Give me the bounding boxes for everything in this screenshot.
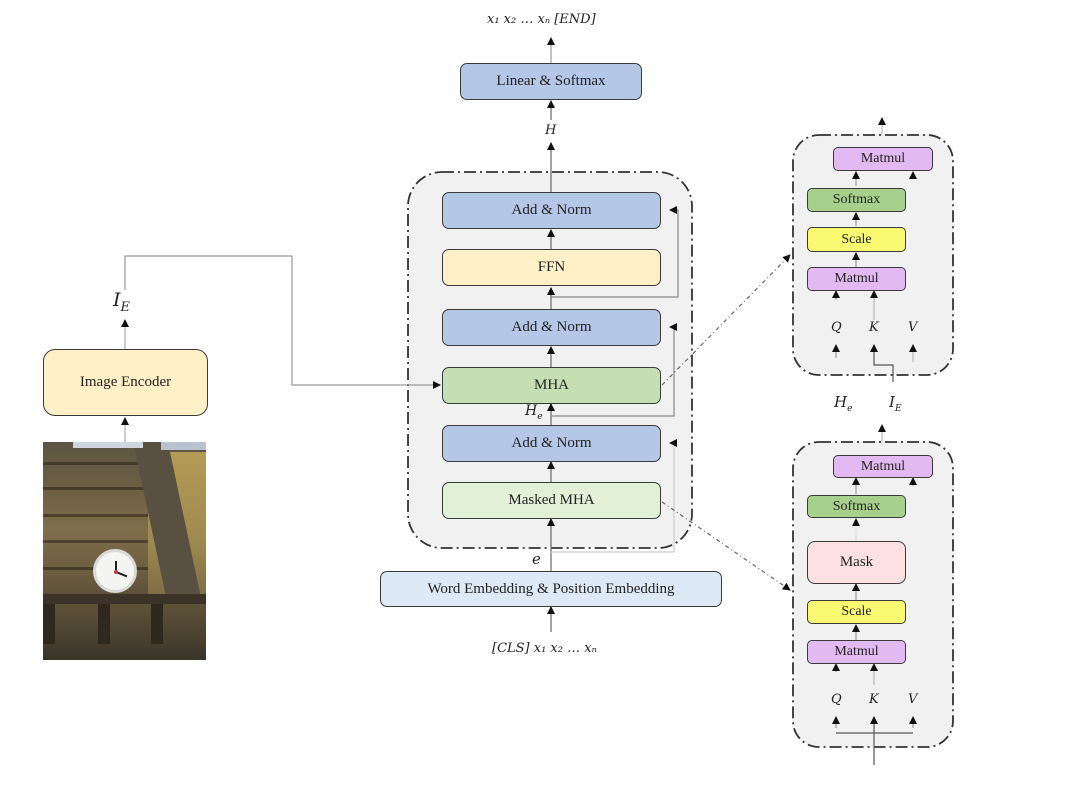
hidden-state-label: H <box>545 123 557 138</box>
cross-q-label: Q <box>831 320 842 335</box>
input-tokens-label: [CLS] x₁ x₂ … xₙ <box>492 641 597 656</box>
cross-ie-label: IE <box>889 393 902 414</box>
output-tokens-label: x₁ x₂ … xₙ [END] <box>487 12 596 27</box>
ie-label: IE <box>113 289 131 315</box>
mask-block: Mask <box>807 541 906 584</box>
add-norm-bottom-block: Add & Norm <box>442 425 661 462</box>
image-encoder-block: Image Encoder <box>43 349 208 416</box>
masked-mha-block: Masked MHA <box>442 482 661 519</box>
embedding-block: Word Embedding & Position Embedding <box>380 571 722 607</box>
masked-k-label: K <box>869 692 879 707</box>
masked-q-label: Q <box>831 692 842 707</box>
cross-matmul-top-block: Matmul <box>833 147 933 171</box>
masked-matmul-top-block: Matmul <box>833 455 933 478</box>
input-image <box>43 442 206 660</box>
add-norm-top-block: Add & Norm <box>442 192 661 229</box>
cross-scale-block: Scale <box>807 227 906 252</box>
embedding-label: e <box>532 550 541 568</box>
masked-softmax-block: Softmax <box>807 495 906 518</box>
linear-softmax-block: Linear & Softmax <box>460 63 642 100</box>
cross-v-label: V <box>908 320 918 335</box>
masked-matmul-bottom-block: Matmul <box>807 640 906 664</box>
cross-he-label: He <box>834 393 853 414</box>
he-label: He <box>525 403 543 422</box>
masked-scale-block: Scale <box>807 600 906 624</box>
mha-block: MHA <box>442 367 661 404</box>
masked-v-label: V <box>908 692 918 707</box>
cross-attention-detail-panel <box>793 135 953 375</box>
clock-in-image <box>93 549 137 593</box>
add-norm-mid-block: Add & Norm <box>442 309 661 346</box>
cross-k-label: K <box>869 320 879 335</box>
cross-matmul-bottom-block: Matmul <box>807 267 906 291</box>
cross-softmax-block: Softmax <box>807 188 906 212</box>
ffn-block: FFN <box>442 249 661 286</box>
